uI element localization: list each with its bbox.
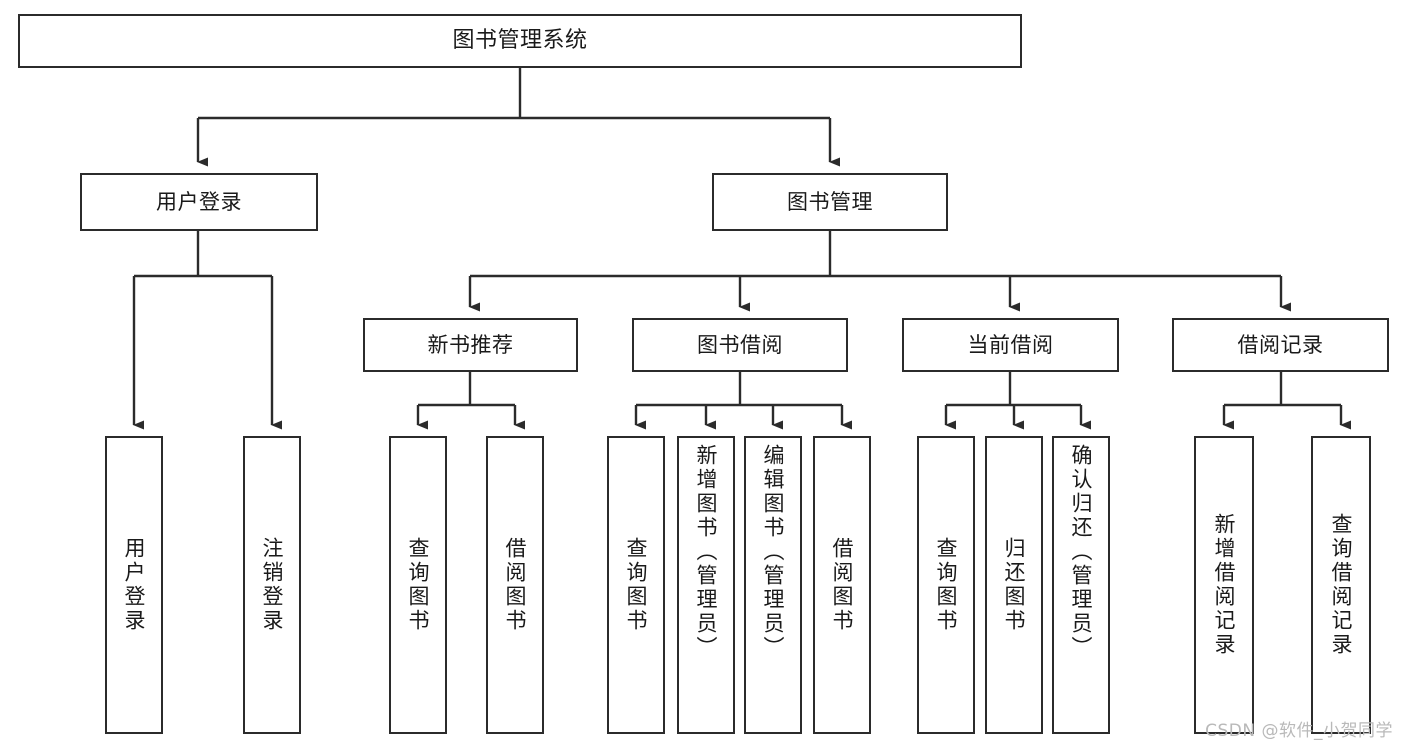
node-leaf-confirm-return[interactable]: 确认归还（管理员） <box>1052 436 1110 734</box>
node-leaf-query-borrow-record-label: 查询借阅记录 <box>1329 513 1354 657</box>
node-current-borrow[interactable]: 当前借阅 <box>902 318 1119 372</box>
node-leaf-add-book-label: 新增图书（管理员） <box>694 444 719 660</box>
node-leaf-query-book-1-label: 查询图书 <box>406 537 431 633</box>
node-leaf-confirm-return-label: 确认归还（管理员） <box>1069 444 1094 660</box>
node-leaf-borrow-book-1[interactable]: 借阅图书 <box>486 436 544 734</box>
node-book-borrow-label: 图书借阅 <box>697 332 783 357</box>
node-current-borrow-label: 当前借阅 <box>967 332 1054 357</box>
node-borrow-record-label: 借阅记录 <box>1237 332 1324 357</box>
node-leaf-borrow-book-1-label: 借阅图书 <box>503 537 528 633</box>
node-leaf-query-borrow-record[interactable]: 查询借阅记录 <box>1311 436 1371 734</box>
csdn-watermark: CSDN @软件_小贺同学 <box>1205 721 1393 741</box>
node-leaf-add-borrow-record[interactable]: 新增借阅记录 <box>1194 436 1254 734</box>
node-leaf-return-book-label: 归还图书 <box>1002 537 1027 633</box>
node-leaf-edit-book-label: 编辑图书（管理员） <box>761 444 786 660</box>
node-user-login-label: 用户登录 <box>156 189 242 214</box>
node-user-login[interactable]: 用户登录 <box>80 173 318 231</box>
node-book-borrow[interactable]: 图书借阅 <box>632 318 848 372</box>
node-borrow-record[interactable]: 借阅记录 <box>1172 318 1389 372</box>
node-book-manage[interactable]: 图书管理 <box>712 173 948 231</box>
node-leaf-query-book-2-label: 查询图书 <box>624 537 649 633</box>
node-root-label: 图书管理系统 <box>452 28 588 54</box>
node-leaf-add-book[interactable]: 新增图书（管理员） <box>677 436 735 734</box>
node-leaf-borrow-book-2[interactable]: 借阅图书 <box>813 436 871 734</box>
node-leaf-user-login-label: 用户登录 <box>122 537 147 633</box>
node-leaf-logout-login[interactable]: 注销登录 <box>243 436 301 734</box>
node-new-book-recommend-label: 新书推荐 <box>427 332 514 357</box>
node-leaf-query-book-1[interactable]: 查询图书 <box>389 436 447 734</box>
node-leaf-user-login[interactable]: 用户登录 <box>105 436 163 734</box>
node-book-manage-label: 图书管理 <box>787 189 873 214</box>
node-leaf-borrow-book-2-label: 借阅图书 <box>830 537 855 633</box>
node-new-book-recommend[interactable]: 新书推荐 <box>363 318 578 372</box>
node-leaf-logout-login-label: 注销登录 <box>260 537 285 633</box>
node-leaf-edit-book[interactable]: 编辑图书（管理员） <box>744 436 802 734</box>
node-leaf-query-book-2[interactable]: 查询图书 <box>607 436 665 734</box>
node-leaf-query-book-3-label: 查询图书 <box>934 537 959 633</box>
node-leaf-add-borrow-record-label: 新增借阅记录 <box>1212 513 1237 657</box>
node-leaf-query-book-3[interactable]: 查询图书 <box>917 436 975 734</box>
node-root[interactable]: 图书管理系统 <box>18 14 1022 68</box>
node-leaf-return-book[interactable]: 归还图书 <box>985 436 1043 734</box>
